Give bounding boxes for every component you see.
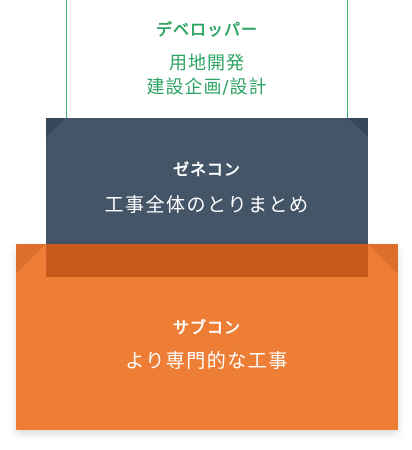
tier-developer-line-1: 用地開発 xyxy=(169,53,245,74)
tier-developer-description: 用地開発 建設企画/設計 xyxy=(67,52,347,100)
tier-developer-title: デベロッパー xyxy=(155,20,258,39)
tier-overlap-band xyxy=(46,244,368,277)
corner-shade-right-lower xyxy=(368,244,398,274)
tier-subcontractor: サブコン より専門的な工事 xyxy=(16,244,398,430)
tier-general-contractor-description: 工事全体のとりまとめ xyxy=(104,194,310,216)
corner-shade-right-upper xyxy=(348,118,368,137)
tier-subcontractor-description: より専門的な工事 xyxy=(125,350,289,372)
corner-shade-left-upper xyxy=(46,118,66,137)
tier-developer-line-2: 建設企画/設計 xyxy=(146,77,268,98)
tier-subcontractor-title: サブコン xyxy=(172,318,241,337)
tier-general-contractor-title: ゼネコン xyxy=(173,160,241,179)
tier-developer: デベロッパー 用地開発 建設企画/設計 xyxy=(66,0,348,137)
corner-shade-left-lower xyxy=(16,244,46,274)
